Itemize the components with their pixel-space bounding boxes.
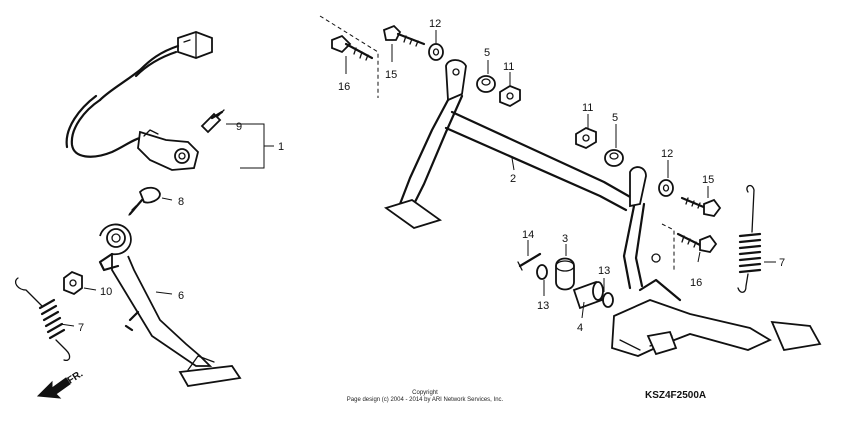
bush-5-top (476, 75, 496, 93)
callout-10: 10 (100, 286, 112, 298)
front-direction-indicator: FR. (36, 368, 85, 399)
nut-11-top (499, 84, 521, 108)
main-stand (383, 59, 822, 357)
bolt-9 (200, 109, 225, 134)
callout-3: 3 (562, 233, 568, 245)
callout-7-left: 7 (78, 322, 84, 334)
callout-12-top: 12 (429, 18, 441, 30)
callout-15-top: 15 (385, 69, 397, 81)
washer-13-right (602, 292, 614, 308)
callout-12-lower: 12 (661, 148, 673, 160)
copyright-line-1: Copyright (412, 390, 438, 396)
front-arrow-icon (36, 377, 71, 399)
callout-14: 14 (522, 229, 534, 241)
copyright-line-2: Page design (c) 2004 - 2014 by ARI Netwo… (347, 397, 504, 403)
nut-10 (63, 270, 83, 296)
callout-16-top: 16 (338, 81, 350, 93)
callout-9: 9 (236, 121, 242, 133)
callout-2: 2 (510, 173, 516, 185)
washer-12-top (428, 43, 444, 61)
callout-1: 1 (278, 141, 284, 153)
collar-4 (572, 280, 604, 310)
callout-4: 4 (577, 322, 583, 334)
callout-13-left: 13 (537, 300, 549, 312)
washer-13-left (536, 264, 548, 280)
diagram-code: KSZ4F2500A (645, 390, 706, 401)
callout-6: 6 (178, 290, 184, 302)
callout-11-top: 11 (503, 61, 514, 73)
bolt-8 (128, 186, 161, 216)
bush-5-lower (604, 149, 624, 167)
bolt-15-lower (680, 196, 722, 217)
side-stand-switch-assembly (65, 31, 213, 171)
pin-14 (517, 252, 542, 271)
callout-8: 8 (178, 196, 184, 208)
callout-15-lower: 15 (702, 174, 714, 186)
callout-16-lower: 16 (690, 277, 702, 289)
bolt-16-lower (676, 232, 718, 253)
spring-7-left (14, 277, 71, 362)
washer-12-lower (658, 179, 674, 197)
spring-7-right (737, 184, 762, 293)
leader-lines (59, 15, 776, 327)
callout-5-lower: 5 (612, 112, 618, 124)
callout-11-lower: 11 (582, 102, 593, 114)
bolt-15-top (382, 24, 426, 47)
nut-11-lower (575, 126, 597, 150)
bolt-16-top (331, 34, 374, 61)
callout-13-right: 13 (598, 265, 610, 277)
callout-7-right: 7 (779, 257, 785, 269)
callout-5-top: 5 (484, 47, 490, 59)
callout-labels: 1 9 8 10 6 7 16 15 12 5 11 11 5 2 12 15 … (78, 18, 785, 334)
roller-3 (555, 257, 575, 291)
side-stand (98, 223, 242, 387)
